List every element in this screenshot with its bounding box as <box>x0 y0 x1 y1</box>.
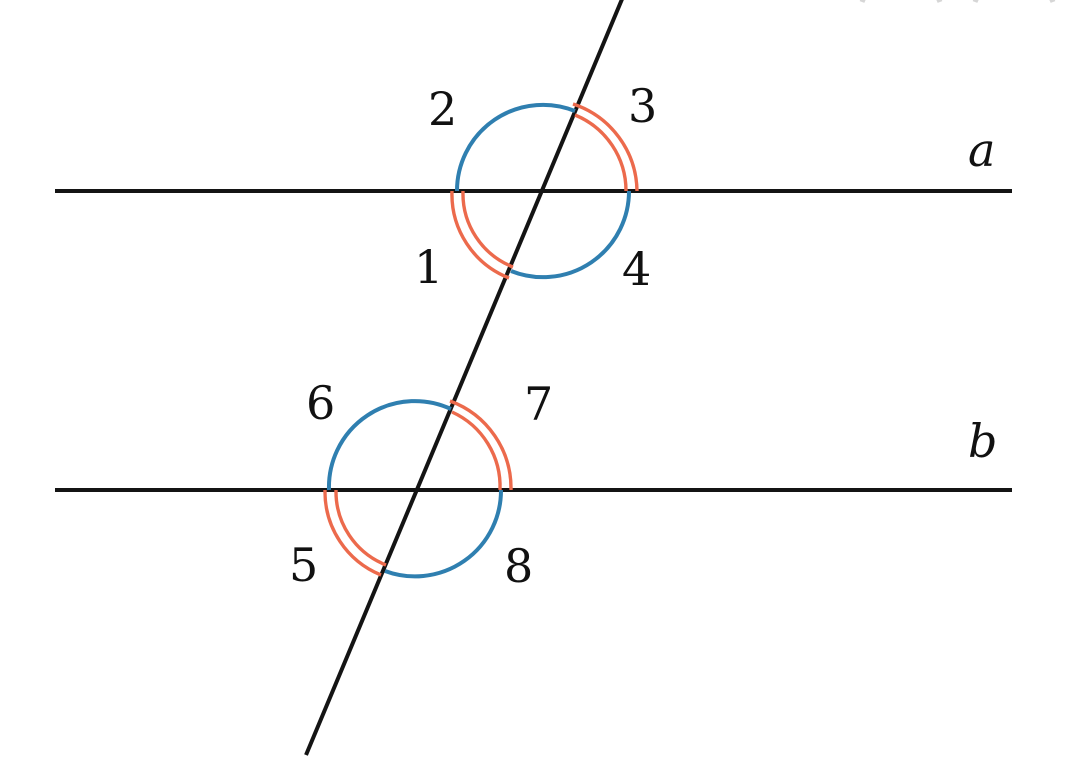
angle-label-3: 3 <box>628 79 657 133</box>
angle-5-arc-inner <box>334 489 387 567</box>
angle-label-8: 8 <box>504 539 533 593</box>
transversal-line <box>304 0 624 756</box>
line-label-a: a <box>968 123 995 177</box>
angle-1-arc-inner <box>461 190 514 269</box>
angle-8-arc <box>384 489 504 579</box>
angle-3-arc-outer <box>572 102 639 192</box>
angle-5-arc-outer <box>323 489 382 577</box>
angle-7-arc-inner <box>451 410 502 491</box>
angle-4-arc <box>510 190 632 280</box>
angle-label-5: 5 <box>289 538 318 592</box>
corner-circle-decoration-left <box>859 0 943 3</box>
angle-label-2: 2 <box>428 82 457 136</box>
angle-label-7: 7 <box>524 377 553 431</box>
corner-circle-decoration-right <box>972 0 1056 3</box>
angle-1-arc-outer <box>450 190 510 280</box>
angle-label-1: 1 <box>414 240 443 294</box>
angle-3-arc-inner <box>574 113 628 192</box>
angle-7-arc-outer <box>449 399 513 491</box>
line-label-b: b <box>968 414 997 468</box>
angle-2-arc <box>454 102 576 192</box>
angle-label-4: 4 <box>622 242 651 296</box>
angle-6-arc <box>326 399 452 491</box>
angle-label-6: 6 <box>306 376 335 430</box>
